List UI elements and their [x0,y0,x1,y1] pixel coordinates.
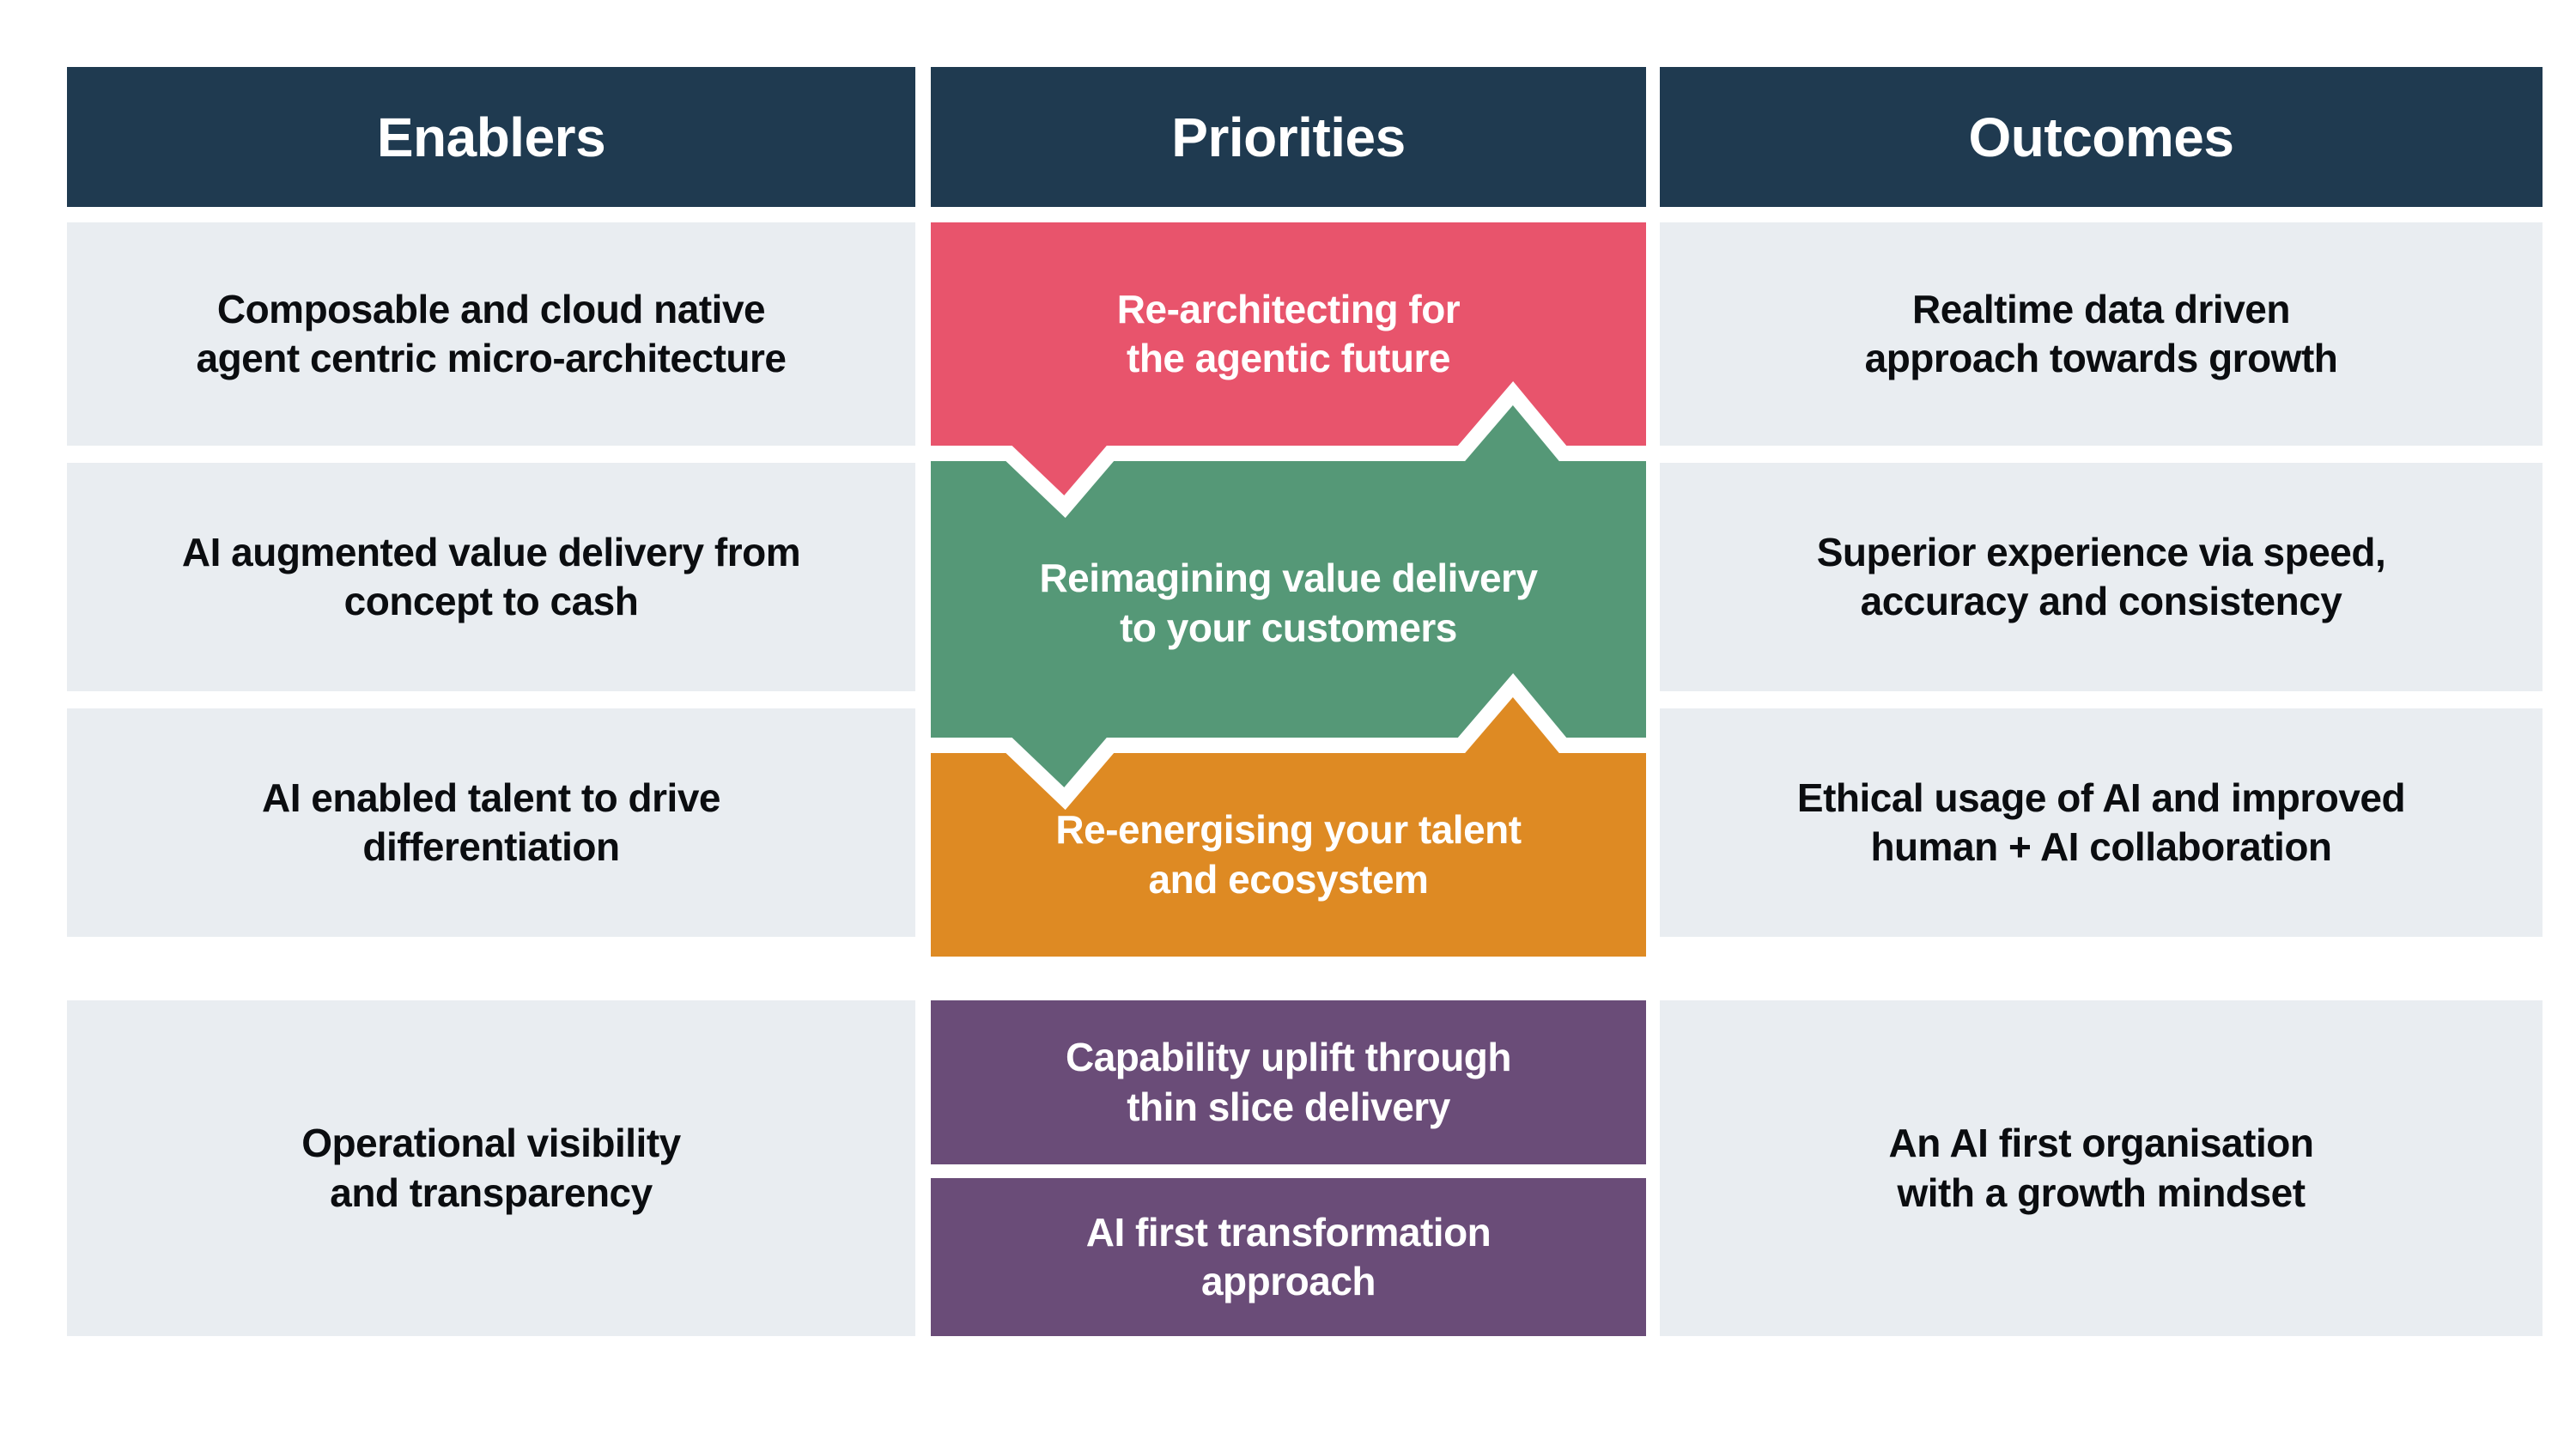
priority-label-reenergising: Re-energising your talent and ecosystem [931,753,1646,957]
chevron-stack-graphic [931,222,1646,957]
enabler-cell-operational-visibility-text: Operational visibility and transparency [301,1121,681,1215]
header-outcomes: Outcomes [1660,67,2543,207]
enabler-cell-architecture: Composable and cloud native agent centri… [67,222,915,446]
outcome-cell-realtime-data: Realtime data driven approach towards gr… [1660,222,2543,446]
separator-zigzag-top [931,381,1646,519]
priority-label-reimagining-text: Reimagining value delivery to your custo… [1039,556,1538,650]
enabler-cell-talent: AI enabled talent to drive differentiati… [67,708,915,937]
priorities-chevron-stack: Re-architecting for the agentic future R… [931,222,1646,957]
priority-label-reenergising-text: Re-energising your talent and ecosystem [1055,807,1522,902]
priority-label-reimagining: Reimagining value delivery to your custo… [931,469,1646,738]
header-outcomes-label: Outcomes [1968,106,2234,168]
priority-label-rearchitecting: Re-architecting for the agentic future [931,222,1646,446]
enabler-cell-architecture-text: Composable and cloud native agent centri… [196,286,787,381]
priority-label-rearchitecting-text: Re-architecting for the agentic future [1116,286,1461,381]
outcome-cell-superior-experience-text: Superior experience via speed, accuracy … [1816,529,2386,624]
header-priorities-label: Priorities [1171,106,1406,168]
enabler-cell-talent-text: AI enabled talent to drive differentiati… [262,775,721,870]
outcome-cell-ethical-ai: Ethical usage of AI and improved human +… [1660,708,2543,937]
enabler-cell-value-delivery: AI augmented value delivery from concept… [67,463,915,691]
outcome-cell-ethical-ai-text: Ethical usage of AI and improved human +… [1796,775,2406,870]
priority-block-capability-uplift-text: Capability uplift through thin slice del… [1066,1035,1512,1129]
priority-block-reimagining-shape [931,393,1646,799]
enabler-cell-value-delivery-text: AI augmented value delivery from concept… [181,529,801,624]
outcome-cell-realtime-data-text: Realtime data driven approach towards gr… [1864,286,2338,381]
outcome-cell-superior-experience: Superior experience via speed, accuracy … [1660,463,2543,691]
outcome-cell-ai-first-organisation-text: An AI first organisation with a growth m… [1888,1121,2314,1215]
header-enablers: Enablers [67,67,915,207]
enabler-cell-operational-visibility: Operational visibility and transparency [67,1000,915,1336]
separator-zigzag-bottom [931,673,1646,811]
header-priorities: Priorities [931,67,1646,207]
priority-block-capability-uplift: Capability uplift through thin slice del… [931,1000,1646,1164]
outcome-cell-ai-first-organisation: An AI first organisation with a growth m… [1660,1000,2543,1336]
priority-block-ai-first-approach-text: AI first transformation approach [1085,1209,1492,1304]
header-enablers-label: Enablers [376,106,606,168]
priority-block-ai-first-approach: AI first transformation approach [931,1178,1646,1336]
